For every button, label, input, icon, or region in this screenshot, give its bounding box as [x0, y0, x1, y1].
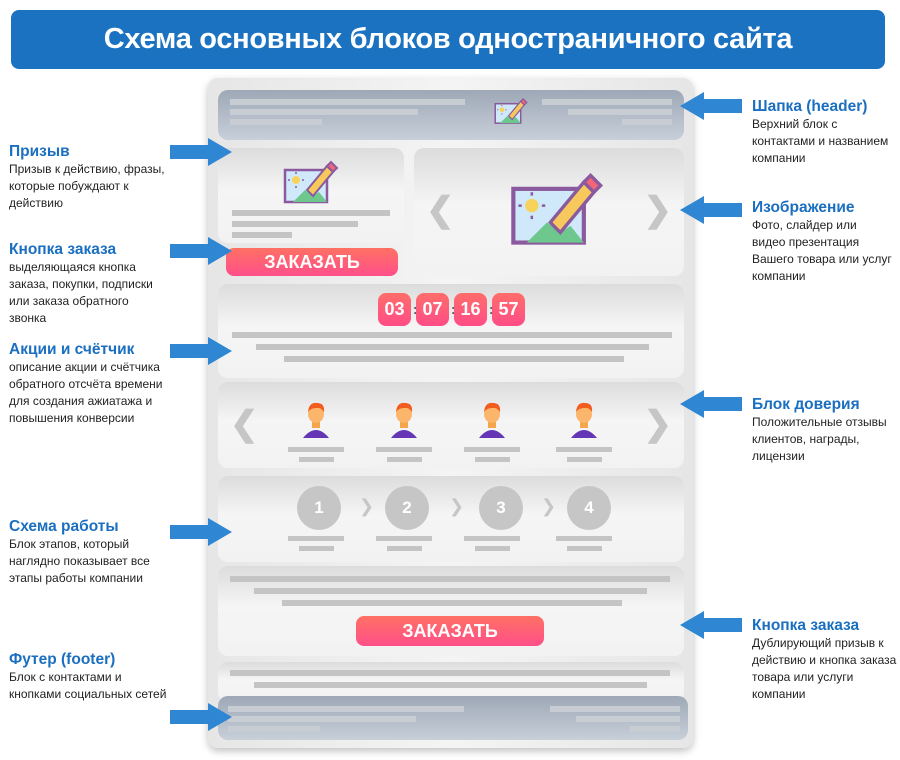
placeholder-line	[288, 447, 344, 452]
label-title: Схема работы	[9, 518, 119, 535]
label-text: Призыв к действию, фразы, которые побужд…	[9, 162, 165, 210]
label-cta: Призыв Призыв к действию, фразы, которые…	[9, 143, 179, 212]
slider-prev-button[interactable]: ❮	[426, 191, 455, 229]
label-text: выделяющаяся кнопка заказа, покупки, под…	[9, 260, 153, 325]
label-title: Изображение	[752, 199, 855, 216]
label-trust: Блок доверия Положительные отзывы клиент…	[752, 396, 892, 465]
placeholder-line	[386, 546, 422, 551]
trust-next-button[interactable]: ❯	[643, 405, 673, 443]
image-icon	[510, 172, 604, 246]
label-title: Призыв	[9, 143, 70, 160]
mock-trust-block: ❮ ❯	[218, 382, 684, 468]
label-text: Дублирующий призыв к действию и кнопка з…	[752, 636, 897, 701]
countdown-seconds: 57	[492, 293, 525, 326]
arrow-left-icon	[680, 611, 742, 639]
label-text: Фото, слайдер или видео презентация Ваше…	[752, 218, 892, 283]
reviewer-avatar-icon	[391, 402, 417, 438]
page-title: Схема основных блоков одностраничного са…	[11, 10, 885, 69]
placeholder-line	[566, 457, 602, 462]
image-icon	[283, 160, 339, 204]
label-title: Акции и счётчик	[9, 341, 135, 358]
placeholder-line	[556, 536, 612, 541]
website-mockup: ЗАКАЗАТЬ ❮ ❯ 03 : 07 : 16 : 57 ❮ ❯ 1 ❯ 2…	[208, 78, 693, 748]
arrow-right-icon	[170, 138, 232, 166]
label-image: Изображение Фото, слайдер или видео през…	[752, 199, 892, 285]
placeholder-line	[376, 536, 432, 541]
label-promo: Акции и счётчик описание акции и счётчик…	[9, 341, 169, 427]
label-text: Положительные отзывы клиентов, награды, …	[752, 415, 887, 463]
trust-prev-button[interactable]: ❮	[230, 405, 259, 443]
placeholder-line	[464, 536, 520, 541]
placeholder-line	[298, 546, 334, 551]
placeholder-line	[474, 546, 510, 551]
reviewer-avatar-icon	[303, 402, 329, 438]
label-text: описание акции и счётчика обратного отсч…	[9, 360, 163, 425]
placeholder-line	[298, 457, 334, 462]
arrow-left-icon	[680, 92, 742, 120]
step-4: 4	[567, 486, 611, 530]
placeholder-line	[566, 546, 602, 551]
label-title: Кнопка заказа	[752, 617, 860, 634]
order-button-bottom[interactable]: ЗАКАЗАТЬ	[356, 616, 544, 646]
countdown-hours: 07	[416, 293, 449, 326]
arrow-left-icon	[680, 196, 742, 224]
mock-footer	[218, 696, 688, 740]
label-text: Блок с контактами и кнопками социальных …	[9, 670, 167, 701]
mock-image-slider: ❮ ❯	[414, 148, 684, 276]
arrow-right-icon	[170, 518, 232, 546]
countdown-minutes: 16	[454, 293, 487, 326]
placeholder-line	[376, 447, 432, 452]
label-order-button: Кнопка заказа выделяющаяся кнопка заказа…	[9, 241, 159, 327]
placeholder-line	[288, 536, 344, 541]
placeholder-line	[556, 447, 612, 452]
label-header: Шапка (header) Верхний блок с контактами…	[752, 98, 897, 167]
mock-header	[218, 90, 684, 140]
label-text: Блок этапов, который наглядно показывает…	[9, 537, 150, 585]
label-title: Футер (footer)	[9, 651, 116, 668]
placeholder-line	[474, 457, 510, 462]
arrow-left-icon	[680, 390, 742, 418]
mock-pre-footer	[218, 662, 684, 702]
mock-promo-countdown: 03 : 07 : 16 : 57	[218, 284, 684, 378]
arrow-right-icon	[170, 337, 232, 365]
placeholder-line	[464, 447, 520, 452]
mock-cta-block	[218, 148, 404, 243]
reviewer-avatar-icon	[479, 402, 505, 438]
slider-next-button[interactable]: ❯	[643, 191, 673, 229]
label-title: Кнопка заказа	[9, 241, 117, 258]
mock-steps-block: 1 ❯ 2 ❯ 3 ❯ 4	[218, 476, 684, 562]
label-order-button-2: Кнопка заказа Дублирующий призыв к дейст…	[752, 617, 897, 703]
step-2: 2	[385, 486, 429, 530]
arrow-right-icon	[170, 703, 232, 731]
placeholder-line	[386, 457, 422, 462]
step-1: 1	[297, 486, 341, 530]
label-workflow: Схема работы Блок этапов, который нагляд…	[9, 518, 159, 587]
step-3: 3	[479, 486, 523, 530]
logo-image-icon	[494, 98, 528, 124]
countdown-days: 03	[378, 293, 411, 326]
label-footer: Футер (footer) Блок с контактами и кнопк…	[9, 651, 169, 703]
label-text: Верхний блок с контактами и названием ко…	[752, 117, 889, 165]
arrow-right-icon	[170, 237, 232, 265]
label-title: Шапка (header)	[752, 98, 868, 115]
label-title: Блок доверия	[752, 396, 860, 413]
reviewer-avatar-icon	[571, 402, 597, 438]
order-button-top[interactable]: ЗАКАЗАТЬ	[226, 248, 398, 276]
